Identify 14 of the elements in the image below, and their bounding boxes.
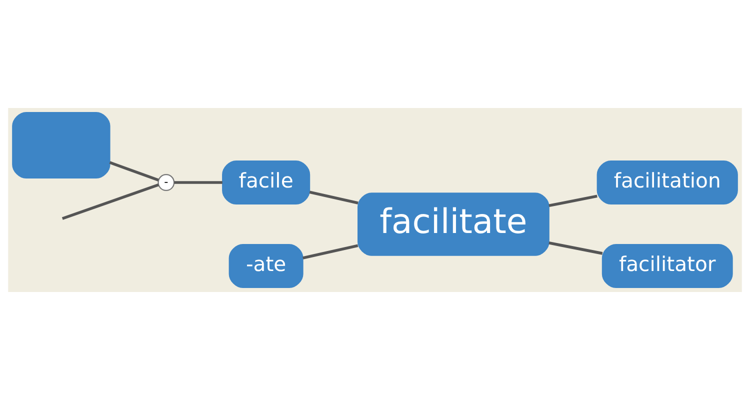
connector <box>109 161 159 182</box>
node-box: facilitator <box>602 244 733 288</box>
node-box: -ate <box>228 244 304 288</box>
node-circle: - <box>158 174 175 191</box>
connector <box>309 190 358 204</box>
connector <box>174 181 222 184</box>
node-box: facile <box>222 160 310 205</box>
connector <box>548 242 603 255</box>
node-box: facilitation <box>596 160 738 205</box>
node-box <box>12 112 110 179</box>
connector <box>62 183 159 220</box>
connector <box>548 194 598 208</box>
node-box: facilitate <box>358 192 550 256</box>
connector <box>302 244 358 260</box>
